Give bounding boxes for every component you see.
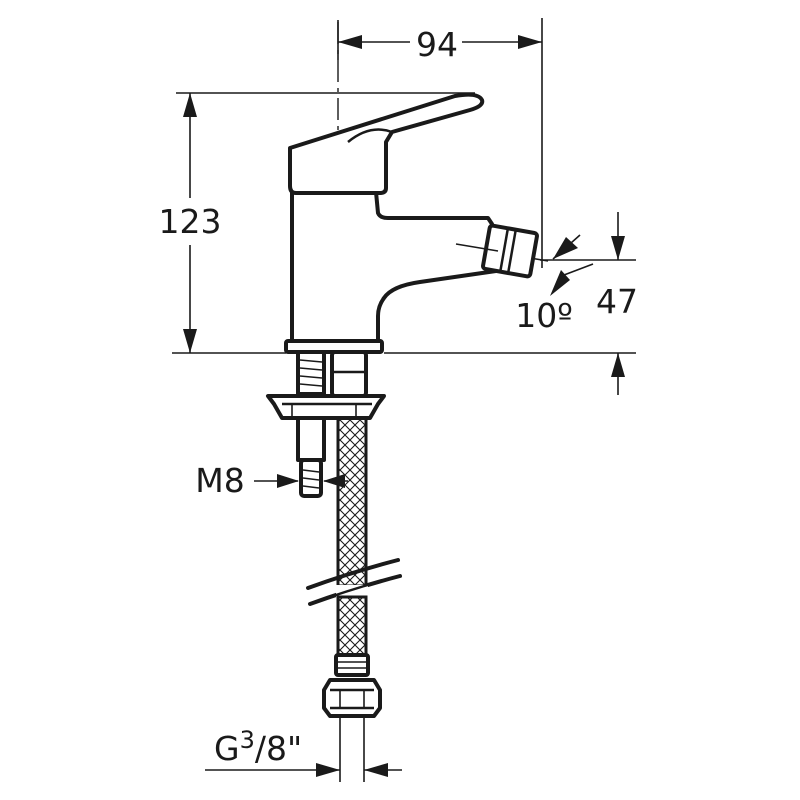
dimension-arrow-right [518,35,542,49]
supply-hose [306,350,402,718]
dimension-label-47: 47 [596,282,638,321]
aerator [481,223,539,279]
dimension-123: 123 [159,92,475,354]
connection-arrow-right [316,763,340,777]
mounting-stud [296,350,326,498]
dimension-label-94: 94 [416,25,458,64]
lever-handle [288,92,485,195]
dimension-connection: G3/8" [205,718,402,782]
fixing-nut-plate [266,394,386,420]
m8-arrow-right [277,474,299,488]
dimension-label-m8: M8 [195,461,244,500]
connection-superscript: 3 [240,726,255,754]
hex-nut [322,678,382,718]
dimension-m8: M8 [195,461,348,500]
faucet-body [284,92,539,354]
dimension-47: 47 [384,212,638,395]
dimension-arrow-bottom [183,329,197,353]
dimension-arrow-up [611,353,625,377]
dimension-arrow-top [183,93,197,117]
connection-arrow-left [364,763,388,777]
dimension-label-123: 123 [159,202,222,241]
dimension-angle: 10º [499,234,594,335]
dimension-label-connection: G3/8" [214,726,302,768]
angle-arrow-top [553,237,578,259]
connection-suffix: /8" [255,729,302,768]
dimension-arrow-left [338,35,362,49]
m8-arrow-left [323,474,345,488]
angle-arrow-bottom [550,270,570,296]
dimension-94: 94 [337,18,543,268]
dimension-arrow-down [611,236,625,260]
dimension-label-angle: 10º [515,296,573,335]
connection-prefix: G [214,729,240,768]
